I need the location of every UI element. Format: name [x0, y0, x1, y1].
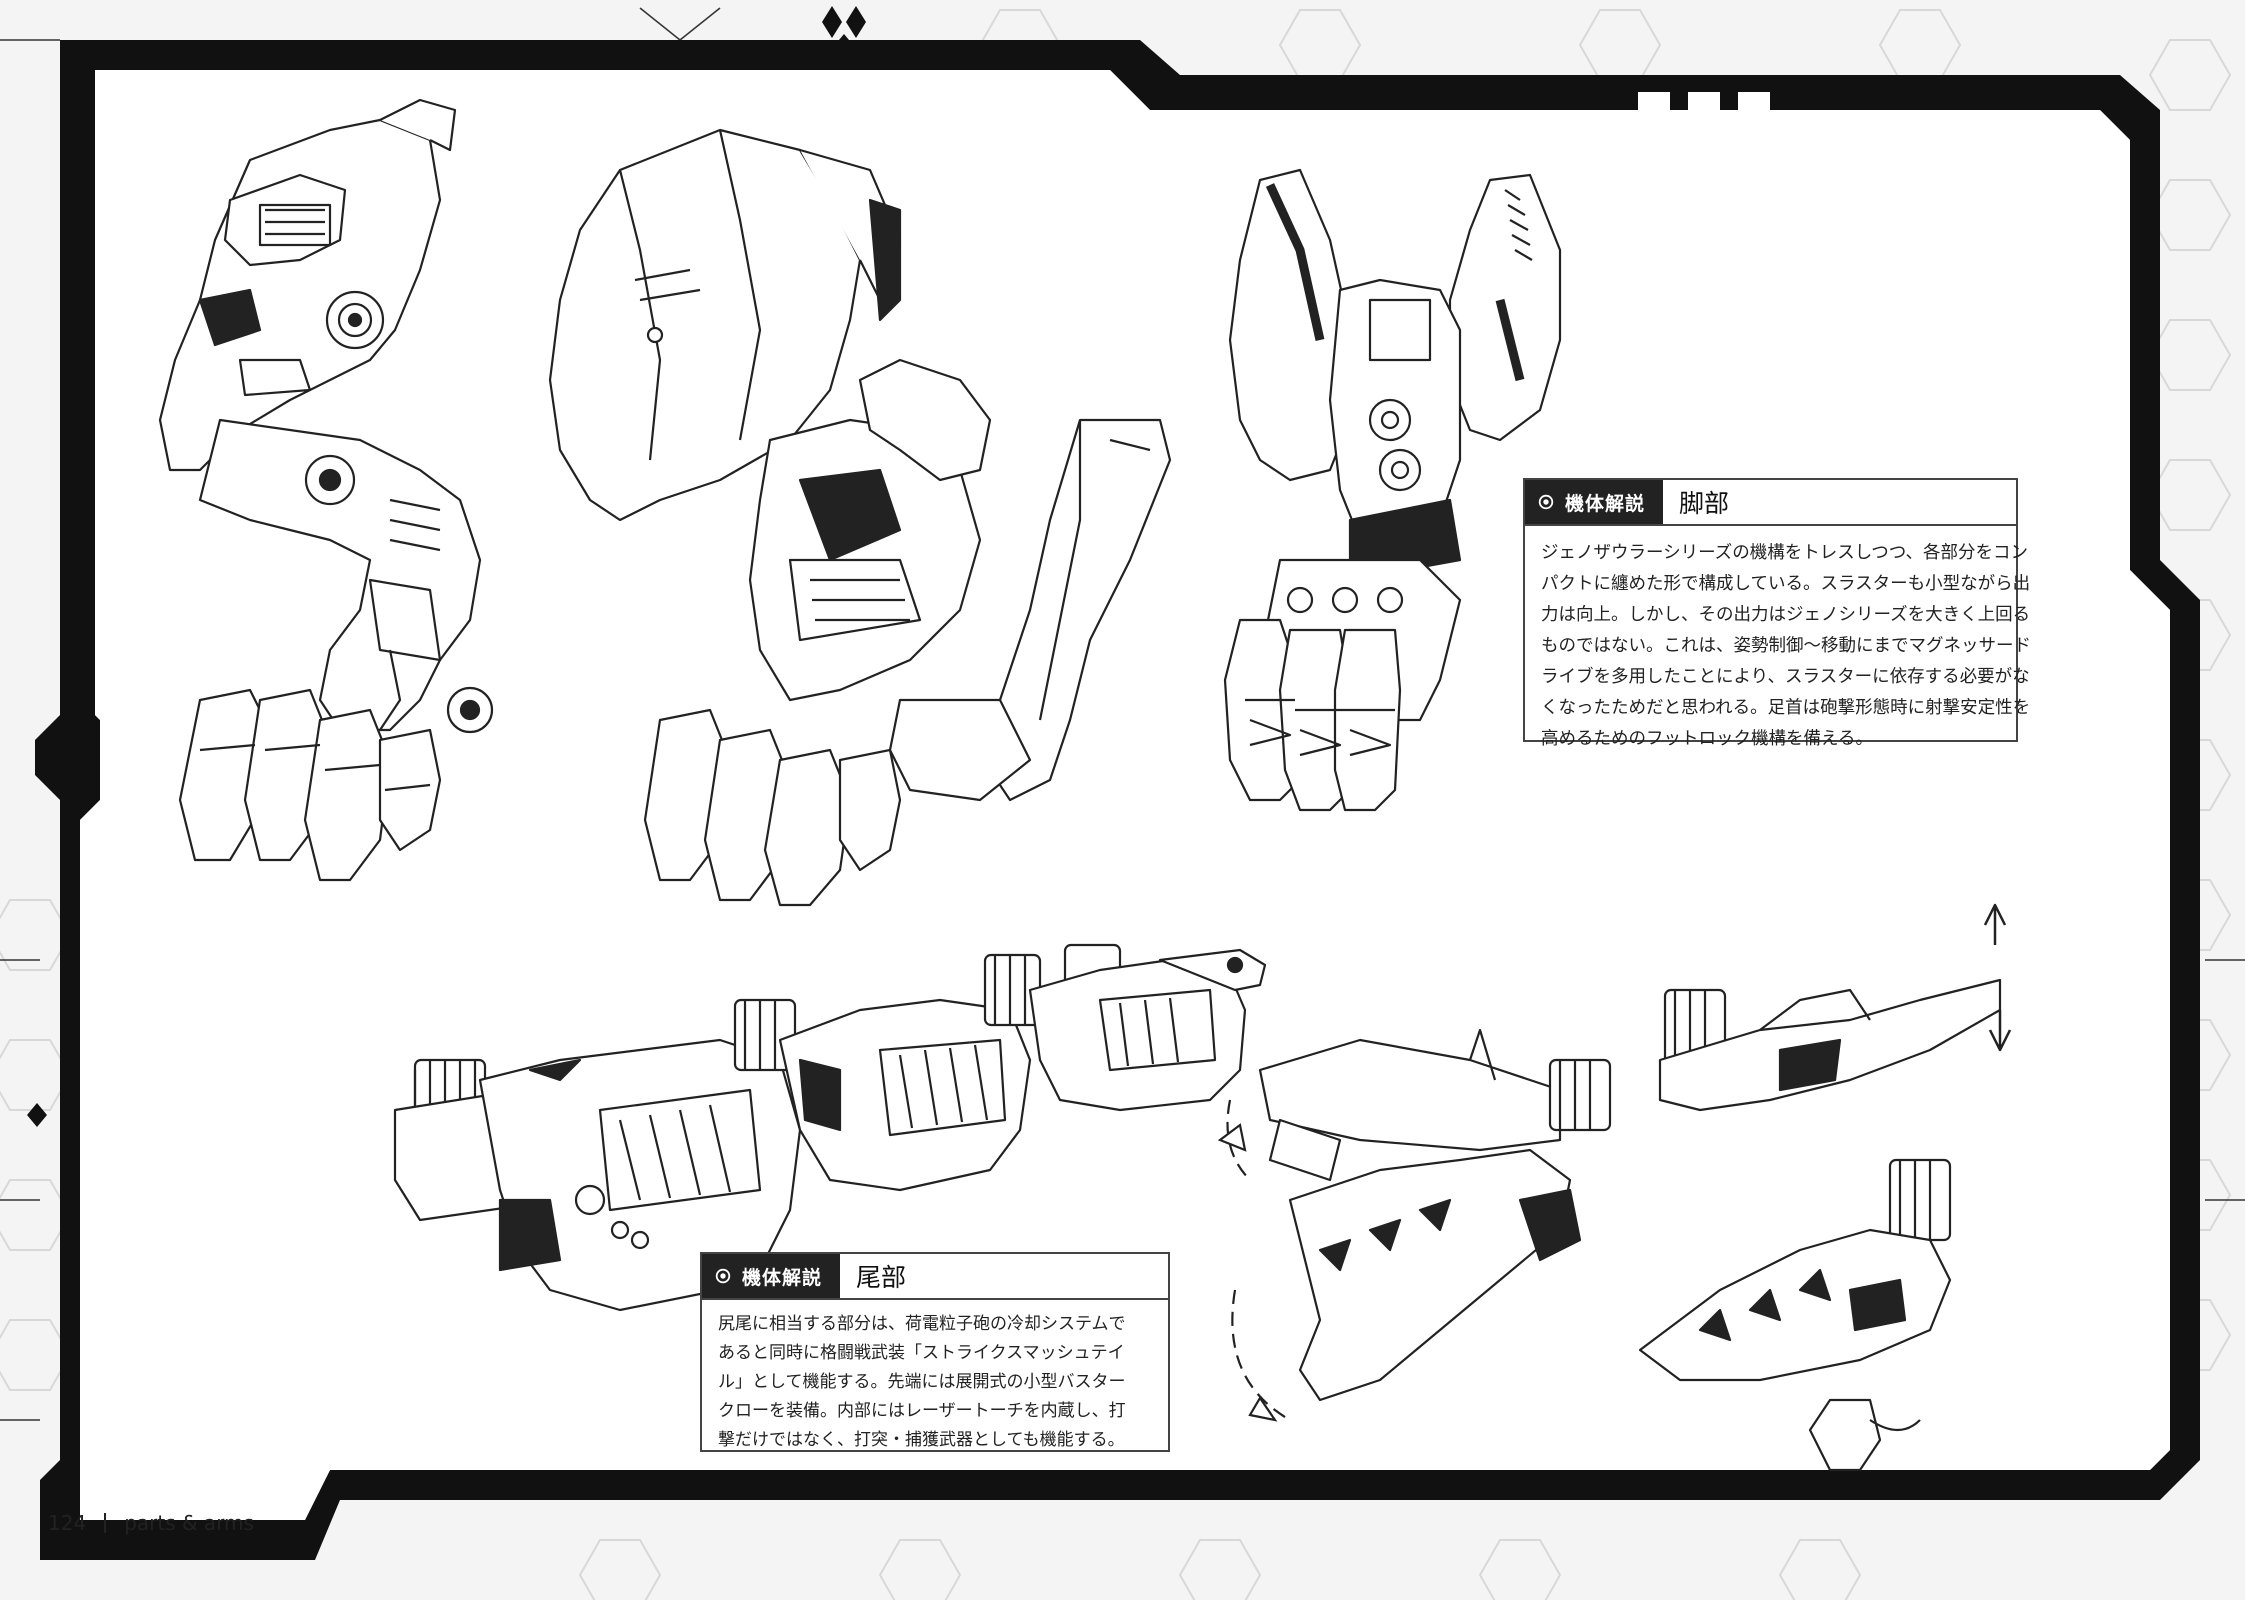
tail-tip-claw-drawing [1638, 903, 2012, 1472]
rotation-arrow-icon [1217, 1123, 1278, 1422]
tail-line: 撃だけではなく、打突・捕獲武器としても機能する。 [718, 1430, 1125, 1450]
tail-line: 尻尾に相当する部分は、荷電粒子砲の冷却システムで [718, 1314, 1126, 1334]
footer-separator [104, 1513, 107, 1533]
page-footer: 124 parts & arms [48, 1505, 254, 1541]
gear-icon [715, 1268, 731, 1284]
legs-description-panel: 機体解説 脚部 ジェノザウラーシリーズの機構をトレスしつつ、各部分をコン パクト… [1523, 478, 2031, 749]
legs-tag-label: 機体解説 [1565, 492, 1646, 515]
tail-tag-label: 機体解説 [742, 1266, 823, 1289]
leg-front-view-drawing [1223, 168, 1562, 812]
legs-line: パクトに纏めた形で構成している。スラスターも小型ながら出 [1541, 574, 2031, 594]
tail-line: あると同時に格闘戦武装「ストライクスマッシュテイ [718, 1343, 1125, 1363]
legs-description-tag: 機体解説 [1525, 480, 1664, 524]
legs-line: ライブを多用したことにより、スラスターに依存する必要がな [1541, 667, 2030, 687]
legs-description-header: 機体解説 脚部 [1525, 480, 2016, 526]
tail-tip-open-drawing [1226, 1028, 1612, 1421]
gear-icon [1538, 494, 1554, 510]
tail-line: クローを装備。内部にはレーザートーチを内蔵し、打 [718, 1401, 1126, 1421]
tail-description-header: 機体解説 尾部 [702, 1254, 1168, 1300]
tail-description-tag: 機体解説 [702, 1254, 841, 1298]
legs-line: くなったためだと思われる。足首は砲撃形態時に射撃安定性を [1541, 698, 2031, 718]
deco-square-2 [1688, 92, 1720, 124]
section-label: parts & arms [124, 1511, 254, 1535]
tail-description-body: 尻尾に相当する部分は、荷電粒子砲の冷却システムで あると同時に格闘戦武装「ストラ… [702, 1300, 1168, 1469]
page-number: 124 [48, 1511, 87, 1535]
legs-line: 高めるためのフットロック機構を備える。 [1541, 729, 1873, 749]
legs-line: ものではない。これは、姿勢制御～移動にまでマグネッサード [1541, 636, 2031, 656]
legs-description-body: ジェノザウラーシリーズの機構をトレスしつつ、各部分をコン パクトに纏めた形で構成… [1525, 526, 2031, 769]
legs-line: ジェノザウラーシリーズの機構をトレスしつつ、各部分をコン [1541, 543, 2029, 563]
leg-perspective-drawing [548, 128, 1172, 907]
legs-line: 力は向上。しかし、その出力はジェノシリーズを大きく上回る [1541, 605, 2031, 625]
deco-square-3 [1738, 92, 1770, 124]
tail-description-title: 尾部 [856, 1263, 907, 1292]
tail-description-panel: 機体解説 尾部 尻尾に相当する部分は、荷電粒子砲の冷却システムで あると同時に格… [700, 1252, 1170, 1452]
leg-side-view-drawing [158, 98, 494, 882]
deco-square-1 [1638, 92, 1670, 124]
legs-description-title: 脚部 [1679, 489, 1730, 518]
tail-line: ル」として機能する。先端には展開式の小型バスター [718, 1372, 1126, 1392]
tail-segments-drawing [393, 943, 1267, 1312]
deco-lines [0, 7, 2245, 1421]
